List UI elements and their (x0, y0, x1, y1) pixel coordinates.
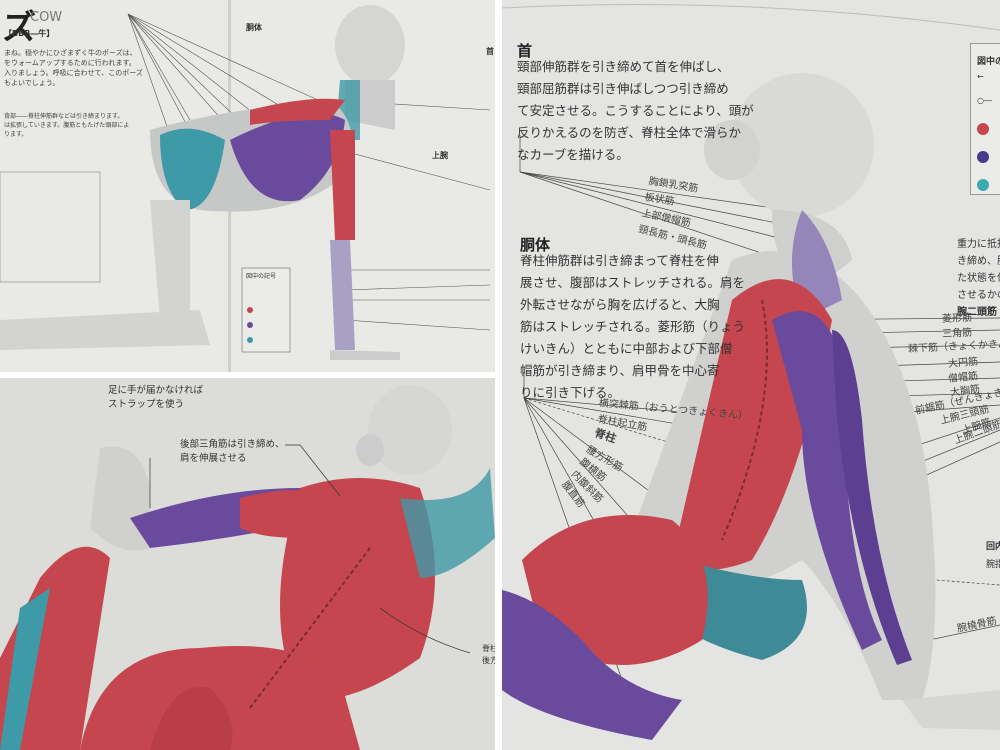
bottom-right-line: 腕指 (986, 560, 1000, 570)
bottom-left-book-photo: 足に手が届かなければ ストラップを使う 後部三角筋は引き締め、 肩を伸展させる … (0, 378, 495, 750)
right-book-photo: 首 頸部伸筋群を引き締めて首を伸ばし、 頸部屈筋群は引き伸ばしつつ引き締め て安… (502, 0, 1000, 750)
legend-item-teal (977, 174, 993, 193)
torso-text-line: 帽筋が引き締まり、肩甲骨を中心寄 (520, 363, 720, 378)
arm-text-line: 重力に抵抗 (957, 239, 1000, 250)
strap-note: 足に手が届かなければ ストラップを使う (108, 384, 203, 412)
edge-label-line: 脊柱 (482, 644, 495, 653)
torso-text-line: 筋はストレッチされる。菱形筋（りょう (520, 319, 746, 334)
neck-text-line: 頸部屈筋群は引き伸ばしつつ引き締め (517, 81, 729, 96)
pose-title-en: COW (30, 10, 63, 25)
arm-text-line: き締め、肘 (957, 256, 1000, 267)
torso-text: 脊柱伸筋群は引き締まって脊柱を伸 展させ、腹部はストレッチされる。肩を 外転させ… (520, 250, 745, 404)
torso-text-line: 脊柱伸筋群は引き締まって脊柱を伸 (520, 253, 719, 268)
pose-title: ズ (2, 8, 36, 48)
arm-text: 重力に抵抗 き締め、肘 た状態を保 させるかの 腕二頭筋 (957, 236, 1000, 321)
strap-note-line: ストラップを使う (108, 399, 185, 410)
edge-label: 脊柱 後方 (482, 643, 495, 667)
neck-text: 頸部伸筋群を引き締めて首を伸ばし、 頸部屈筋群は引き伸ばしつつ引き締め て安定さ… (517, 56, 754, 166)
intro-text: まね。穏やかにひざまずく牛のポーズは、 をウォームアップするために行われます。 … (4, 49, 143, 87)
neck-text-line: なカーブを描ける。 (517, 147, 629, 162)
arm-text-line: た状態を保 (957, 273, 1000, 284)
legend-item-red (977, 118, 993, 137)
legend-title: 図中の記号 (246, 273, 277, 280)
neck-heading: 首 (486, 47, 494, 56)
pose-subtitle: 【BBB―牛】 (4, 29, 55, 38)
torso-text-line: りに引き下げる。 (520, 385, 621, 400)
torso-text-line: けいきん）とともに中部および下部僧 (520, 341, 733, 356)
torso-heading: 胴体 (520, 236, 551, 254)
legend-item-purple (977, 146, 993, 165)
bottom-right-text: 回内 腕指 (986, 538, 1000, 574)
purple-dot-icon (977, 150, 989, 163)
legend-title: 図中の (977, 57, 1000, 67)
neck-text-line: 頸部伸筋群を引き締めて首を伸ばし、 (517, 59, 730, 74)
torso-heading: 胴体 (246, 23, 262, 32)
top-left-book-photo: ズ COW 【BBB―牛】 まね。穏やかにひざまずく牛のポーズは、 をウォームア… (0, 0, 495, 372)
torso-text-line: 展させ、腹部はストレッチされる。肩を (520, 275, 746, 290)
bow-pose-illustration (0, 385, 495, 750)
teal-dot-icon (977, 178, 989, 191)
neck-text-line: て安定させる。こうすることにより、頭が (517, 103, 754, 118)
arm-text-line: 腕二頭筋 (957, 307, 997, 318)
arm-text-line: させるかの (957, 290, 1000, 301)
torso-text-line: 外転させながら胸を広げると、大胸 (520, 297, 720, 312)
legend-item-arrow: ← (977, 72, 984, 81)
note-text: 背部――脊柱伸筋群などは引き締まります。 は拡張していきます。腹筋ともたげた頭部… (4, 113, 130, 138)
strap-note-line: 足に手が届かなければ (108, 385, 204, 396)
legend-box: 図中の ← ○― (970, 43, 1000, 195)
upper-arm-heading: 上腕 (432, 151, 448, 160)
deltoid-note-line: 肩を伸展させる (180, 453, 247, 464)
neck-text-line: 反りかえるのを防ぎ、脊柱全体で滑らか (517, 125, 742, 140)
edge-label-line: 後方 (482, 656, 495, 665)
deltoid-note-line: 後部三角筋は引き締め、 (180, 439, 285, 450)
neck-heading: 首 (517, 42, 533, 60)
cow-pose-illustration (0, 0, 491, 372)
legend-item-circle: ○― (977, 96, 992, 105)
deltoid-note: 後部三角筋は引き締め、 肩を伸展させる (180, 438, 285, 466)
cobra-pose-illustration (502, 3, 1000, 740)
bottom-right-line: 回内 (986, 542, 1000, 552)
red-dot-icon (977, 122, 989, 135)
